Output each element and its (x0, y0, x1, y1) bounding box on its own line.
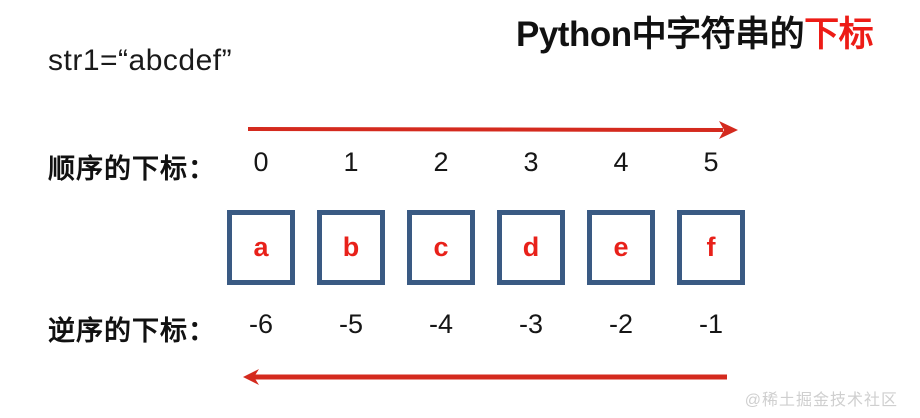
page-title-main: Python中字符串的 (516, 15, 805, 54)
page-title: Python中字符串的下标 (516, 15, 874, 55)
reverse-index-cell: -5 (338, 309, 363, 339)
forward-index-cell: 5 (703, 147, 719, 177)
reverse-index-row: -6 -5 -4 -3 -2 -1 (227, 309, 745, 340)
character-box: a (227, 210, 295, 285)
character-box: d (497, 210, 565, 285)
forward-index-label: 顺序的下标： (48, 154, 216, 184)
reverse-index-cell: -1 (698, 309, 723, 339)
character-box: e (587, 210, 655, 285)
character-glyph: f (706, 232, 716, 262)
character-glyph: b (342, 232, 360, 262)
character-glyph: d (522, 232, 540, 262)
string-declaration: str1=“abcdef” (48, 44, 233, 77)
character-box: b (317, 210, 385, 285)
reverse-index-cell: -6 (248, 309, 273, 339)
character-box-row: a b c d e f (227, 210, 745, 285)
reverse-index-cell: -2 (608, 309, 633, 339)
forward-index-cell: 1 (343, 147, 359, 177)
page-title-accent: 下标 (804, 15, 874, 54)
character-glyph: c (433, 232, 449, 262)
reverse-direction-arrow (243, 369, 727, 385)
reverse-index-label: 逆序的下标： (48, 316, 216, 346)
reverse-index-cell: -3 (518, 309, 543, 339)
character-glyph: a (253, 232, 269, 262)
forward-index-cell: 3 (523, 147, 539, 177)
character-box: f (677, 210, 745, 285)
forward-index-row: 0 1 2 3 4 5 (227, 147, 745, 178)
character-box: c (407, 210, 475, 285)
character-glyph: e (613, 232, 629, 262)
forward-direction-arrow (247, 121, 738, 139)
forward-index-cell: 2 (433, 147, 449, 177)
reverse-index-cell: -4 (428, 309, 453, 339)
forward-index-cell: 0 (253, 147, 269, 177)
watermark: @稀土掘金技术社区 (744, 392, 898, 409)
forward-index-cell: 4 (613, 147, 629, 177)
